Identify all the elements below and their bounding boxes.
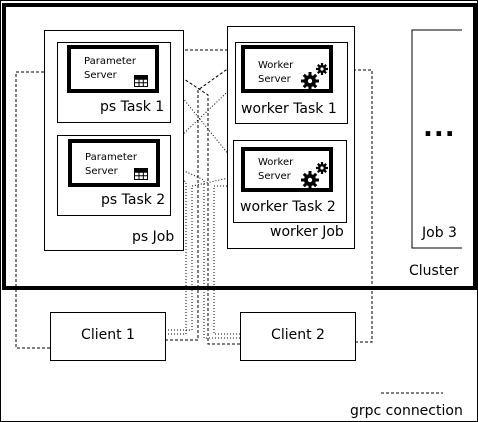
table-grid-icon [134,168,148,180]
parameter-server-2: Parameter Server [68,139,160,187]
worker-server-2-line1: Worker [258,157,294,168]
grpc-line-client1-worker1 [165,59,241,341]
worker-server-2: Worker Server [241,147,333,192]
job3-ellipsis: ... [423,113,456,143]
parameter-server-2-line2: Server [85,166,118,177]
legend-label: grpc connection [350,403,463,419]
worker-task-2-label: worker Task 2 [240,199,336,215]
worker-task-1-label: worker Task 1 [241,101,337,117]
grpc-line-client1-ps1 [15,71,70,349]
grpc-line-client2-ps1 [159,62,240,345]
client-2-label: Client 2 [271,327,325,343]
grpc-line-client1-worker2 [165,175,239,331]
grpc-line-client2-worker2 [213,185,240,335]
client-1-label: Client 1 [81,327,135,343]
worker-server-1-line2: Server [258,74,291,85]
gears-icon [301,63,328,90]
client-1-box: Client 1 [50,312,166,361]
ps-job-label: ps Job [132,229,175,245]
gears-icon [301,162,328,189]
ps-task-2-label: ps Task 2 [101,192,166,208]
parameter-server-2-line1: Parameter [85,152,138,163]
parameter-server-1-line2: Server [84,70,117,81]
worker-server-1: Worker Server [241,45,333,93]
parameter-server-1: Parameter Server [67,45,159,93]
cluster-label: Cluster [409,263,459,279]
grpc-line-client2-ps2 [159,159,240,339]
worker-server-1-line1: Worker [258,60,294,71]
client-2-box: Client 2 [240,312,356,361]
worker-job-label: worker Job [270,224,344,240]
worker-server-2-line2: Server [258,171,291,182]
cluster-box [2,3,477,290]
table-grid-icon [134,75,148,87]
job3-label: Job 3 [422,225,457,241]
grpc-line-client1-ps2 [159,163,187,335]
parameter-server-1-line1: Parameter [84,56,137,67]
ps-task-1-label: ps Task 1 [100,99,165,115]
